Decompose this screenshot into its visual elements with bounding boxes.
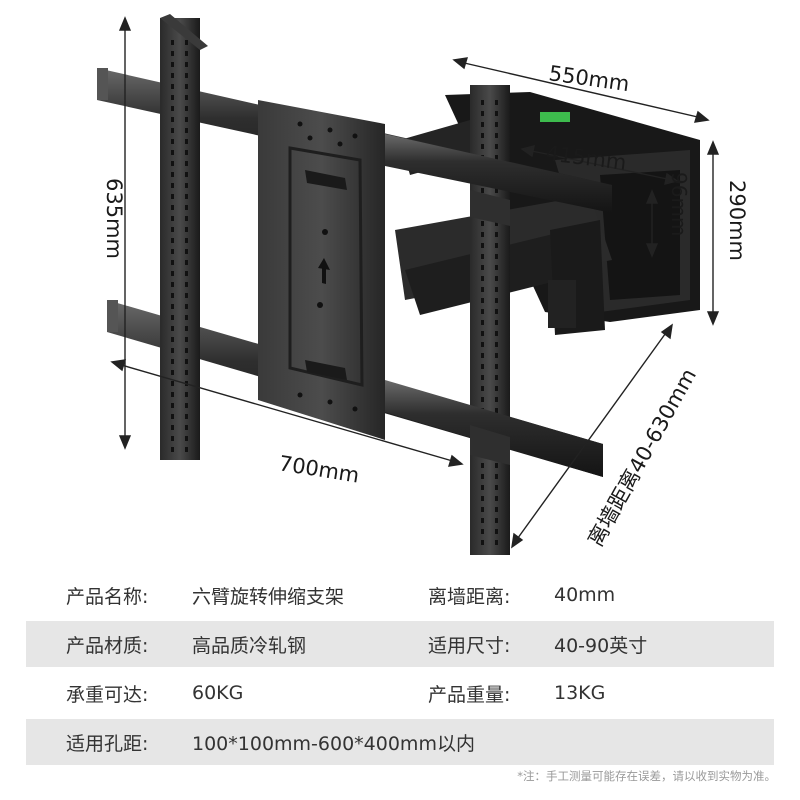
spec-value: 13KG (554, 682, 606, 704)
spec-label: 承重可达: (66, 683, 149, 706)
top-width-dimension-line (459, 61, 703, 119)
bottom-width-dimension-line (117, 363, 457, 463)
spec-label: 适用尺寸: (428, 634, 511, 657)
inner-width-dimension-line (526, 149, 673, 181)
horizontal-rail-bottom-front (385, 380, 603, 477)
spec-table: 产品名称: 六臂旋转伸缩支架 离墙距离: 40mm 产品材质: 高品质冷轧钢 适… (26, 572, 774, 768)
center-mounting-plate (258, 100, 385, 440)
spec-label: 产品名称: (66, 585, 149, 608)
wall-distance-dimension-line (514, 329, 669, 543)
spec-row: 产品名称: 六臂旋转伸缩支架 离墙距离: 40mm (26, 572, 774, 618)
spec-value: 高品质冷轧钢 (192, 634, 307, 657)
inner-height-label: 96mm (667, 172, 691, 236)
spec-row: 产品材质: 高品质冷轧钢 适用尺寸: 40-90英寸 (26, 621, 774, 667)
level-indicator-icon (540, 112, 570, 122)
disclaimer-note: *注：手工测量可能存在误差，请以收到实物为准。 (517, 769, 776, 783)
bottom-width-label: 700mm (277, 451, 361, 487)
spec-label: 产品重量: (428, 683, 511, 706)
top-width-label: 550mm (547, 61, 631, 96)
spec-label: 产品材质: (66, 634, 149, 657)
horizontal-rail-top-front (385, 134, 612, 213)
spec-value: 40-90英寸 (554, 634, 648, 657)
spec-value: 60KG (192, 682, 244, 704)
vertical-rail-left (160, 14, 208, 460)
spec-value: 100*100mm-600*400mm以内 (192, 732, 475, 755)
right-height-label: 290mm (725, 180, 749, 261)
spec-row: 承重可达: 60KG 产品重量: 13KG (26, 670, 774, 716)
tv-mount-illustration: 635mm 550mm 415mm 96mm 290mm 700mm 离墙距离4… (97, 14, 749, 555)
spec-row: 适用孔距: 100*100mm-600*400mm以内 (26, 719, 774, 765)
spec-label: 适用孔距: (66, 732, 149, 755)
height-label: 635mm (102, 178, 126, 259)
spec-value: 六臂旋转伸缩支架 (192, 585, 345, 608)
spec-value: 40mm (554, 584, 616, 606)
spec-label: 离墙距离: (428, 585, 511, 608)
